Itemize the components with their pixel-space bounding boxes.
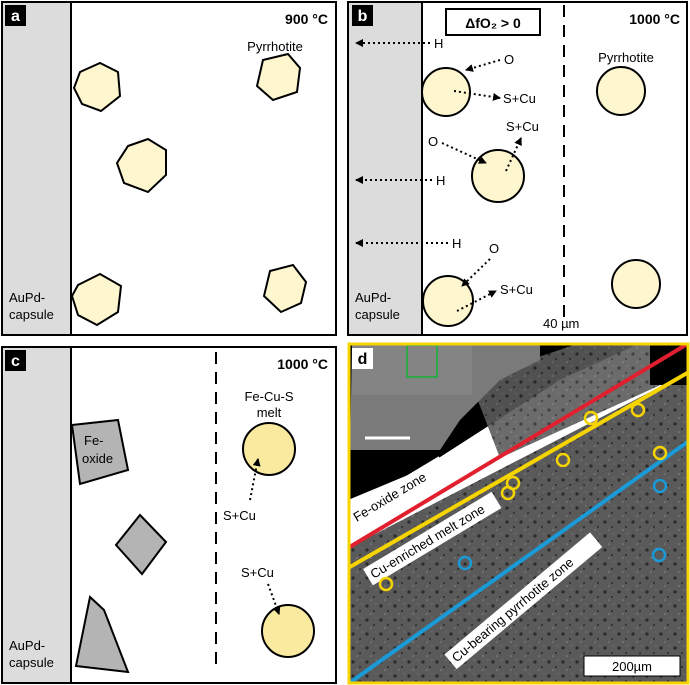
fe-oxide-grain: [74, 595, 130, 674]
panel-d-letter-box: [352, 348, 373, 369]
capsule-wall: [349, 3, 422, 334]
panel-c-letter-box: [5, 350, 26, 371]
capsule-wall: [3, 348, 71, 682]
oxygen-fugacity-box: [445, 8, 541, 36]
panel-c: c 1000 °C Fe- oxide Fe-Cu-S melt S+Cu S+…: [1, 346, 337, 684]
capsule-wall: [3, 3, 71, 334]
panel-b-pyrrhotite-label: Pyrrhotite: [598, 50, 654, 65]
hydrogen-label: H: [452, 236, 461, 251]
melt-label: Fe-Cu-S: [244, 389, 293, 404]
sulfur-copper-label: S+Cu: [241, 565, 274, 580]
yellow-marker: [378, 576, 394, 592]
pyrrhotite-boundary-line: [348, 439, 689, 684]
fe-oxide-grain: [70, 418, 130, 486]
capsule-label: capsule: [9, 307, 54, 322]
blue-marker: [652, 478, 668, 494]
melt-boundary-line: [348, 370, 689, 570]
oxygen-label: O: [504, 52, 514, 67]
sulfur-copper-arrow: [267, 583, 281, 615]
oxygen-label: O: [489, 241, 499, 256]
hydrogen-label: H: [434, 36, 443, 51]
fe-oxide-boundary-line: [348, 343, 689, 550]
fe-cu-s-melt-droplet: [242, 422, 296, 476]
blue-marker: [457, 555, 473, 571]
yellow-marker: [652, 445, 668, 461]
sulfur-copper-label: S+Cu: [500, 282, 533, 297]
sulfur-copper-label: S+Cu: [503, 91, 536, 106]
pyrrhotite-grain: [611, 259, 661, 309]
sulfur-copper-arrow: [505, 137, 522, 172]
sulfur-copper-label: S+Cu: [223, 508, 256, 523]
hydrogen-label: H: [436, 173, 445, 188]
oxygen-label: O: [428, 134, 438, 149]
panel-c-temperature: 1000 °C: [277, 356, 328, 372]
panel-b-letter-box: [352, 5, 373, 26]
panel-b-temperature: 1000 °C: [629, 11, 680, 27]
capsule-label: AuPd-: [9, 290, 45, 305]
sulfur-copper-arrow: [456, 290, 497, 312]
blue-marker: [651, 547, 667, 563]
panel-a-temperature: 900 °C: [285, 11, 328, 27]
scale-text: 40 µm: [543, 316, 579, 331]
pyrrhotite-grain: [72, 61, 122, 113]
pyrrhotite-grain: [255, 52, 302, 102]
yellow-marker: [500, 485, 516, 501]
fe-oxide-label: oxide: [82, 451, 113, 466]
pyrrhotite-grain: [115, 137, 167, 194]
scale-bar-label: 200µm: [612, 659, 652, 674]
capsule-label: capsule: [9, 655, 54, 670]
fe-oxide-label: Fe-: [84, 433, 104, 448]
oxygen-arrow: [465, 59, 501, 72]
melt-label: melt: [257, 405, 282, 420]
pyrrhotite-grain: [421, 67, 471, 117]
yellow-marker: [630, 402, 646, 418]
oxygen-fugacity-condition: ΔfO₂ > 0: [465, 15, 521, 31]
fe-oxide-grain: [114, 513, 168, 576]
panel-b-letter: b: [358, 8, 368, 25]
panel-a: a 900 °C Pyrrhotite AuPd- capsule: [1, 1, 337, 336]
panel-c-letter: c: [11, 353, 20, 370]
pyrrhotite-grain: [596, 66, 646, 116]
pyrrhotite-grain: [422, 275, 474, 327]
oxygen-arrow: [461, 258, 491, 287]
panel-d: Fe-oxide zone Cu-enriched melt zone Cu-b…: [348, 343, 689, 684]
oxygen-arrow: [441, 142, 487, 164]
panel-a-letter: a: [11, 8, 20, 25]
pyrrhotite-grain: [471, 149, 525, 203]
yellow-marker: [583, 410, 599, 426]
capsule-label: AuPd-: [9, 638, 45, 653]
sulfur-copper-label: S+Cu: [506, 119, 539, 134]
fe-cu-s-melt-droplet: [261, 604, 315, 658]
panel-b: b ΔfO₂ > 0 1000 °C Pyrrhotite H O S+Cu O…: [347, 1, 688, 336]
capsule-label: AuPd-: [355, 290, 391, 305]
pyrrhotite-grain: [70, 272, 123, 327]
scale-bar: [583, 655, 681, 677]
panel-a-pyrrhotite-label: Pyrrhotite: [247, 39, 303, 54]
pyrrhotite-grain: [262, 263, 308, 314]
sulfur-copper-arrow: [249, 458, 261, 501]
panel-d-frame: [347, 342, 690, 685]
panel-a-letter-box: [5, 5, 26, 26]
capsule-label: capsule: [355, 307, 400, 322]
yellow-marker: [555, 452, 571, 468]
panel-d-letter: d: [358, 351, 368, 368]
